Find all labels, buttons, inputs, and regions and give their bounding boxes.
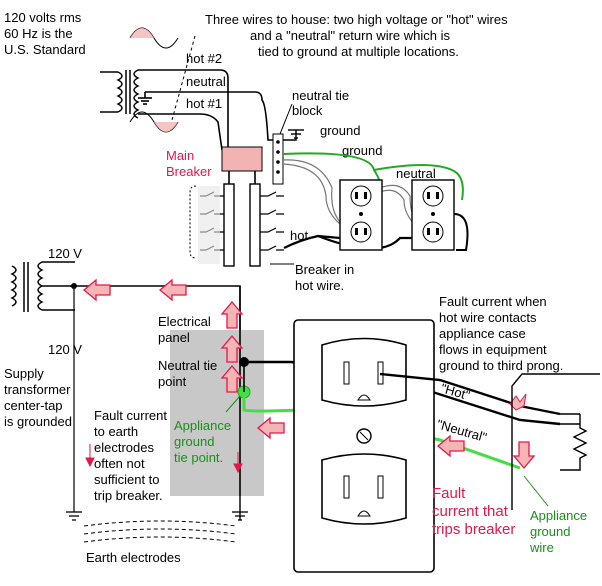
neutral-tie-point-line-1: Neutral tie: [158, 358, 217, 373]
fault-when-line-1: Fault current when: [439, 294, 547, 309]
hot2-wire: [138, 69, 229, 150]
hot1-label: hot #1: [186, 96, 222, 111]
main-breaker: [221, 146, 263, 172]
supply-transformer-icon: [10, 261, 75, 312]
hot1-wire: [138, 113, 223, 151]
appliance-ground-tie-line-2: ground: [174, 434, 214, 449]
fault-earth-line-2: to earth: [94, 424, 138, 439]
fault-spark-icon: [509, 393, 527, 411]
neutral-tie-block: [272, 133, 284, 185]
earth-ground-left-icon: [66, 511, 82, 521]
hot-wire-bottom: [379, 372, 561, 416]
neutral-tie-block-line-2: block: [292, 103, 323, 118]
hot2-label: hot #2: [186, 51, 222, 66]
supply-line-1: Supply: [4, 366, 44, 381]
fault-trips-line-1: Fault: [432, 485, 466, 502]
bus-bar-left: [223, 183, 235, 267]
fault-earth-line-6: trip breaker.: [94, 488, 163, 503]
ground-wire-top: [282, 152, 464, 201]
appliance-case: [511, 373, 600, 510]
neutral-outlet-label: neutral: [396, 166, 436, 181]
standard-line-2: 60 Hz is the: [4, 26, 73, 41]
hot-outlet-label: hot: [290, 228, 308, 243]
down-arrow-icons: [85, 444, 243, 474]
fault-when-line-4: flows in equipment: [439, 342, 547, 357]
fault-when-line-2: hot wire contacts: [439, 310, 537, 325]
neutral-wire: [145, 91, 274, 141]
v-top-label: 120 V: [48, 246, 82, 261]
ground-symbol-icon: [283, 129, 304, 141]
standard-line-1: 120 volts rms: [4, 10, 82, 25]
main-breaker-label-1: Main: [166, 148, 194, 163]
standard-line-3: U.S. Standard: [4, 42, 86, 57]
appliance-ground-tie-line-1: Appliance: [174, 418, 231, 433]
appliance-ground-wire-line-3: wire: [529, 540, 554, 555]
fault-trips-line-3: trips breaker: [432, 521, 515, 538]
three-wires-line-3: tied to ground at multiple locations.: [258, 44, 459, 59]
neutral-label: neutral: [186, 74, 226, 89]
supply-line-3: center-tap: [4, 398, 63, 413]
ground-label-1: ground: [320, 123, 360, 138]
appliance-ground-tie-line-3: tie point.: [174, 450, 223, 465]
electrical-panel-line-1: Electrical: [158, 314, 211, 329]
appliance-ground-wire-line-2: ground: [530, 524, 570, 539]
duplex-outlet-left: [339, 179, 383, 251]
top-section: 120 volts rms 60 Hz is the U.S. Standard…: [4, 10, 508, 293]
supply-line-2: transformer: [4, 382, 71, 397]
supply-line-4: is grounded: [4, 414, 72, 429]
three-wires-line-2: and a "neutral" return wire which is: [250, 28, 450, 43]
ground-label-2: ground: [342, 143, 382, 158]
fault-when-line-3: appliance case: [439, 326, 526, 341]
fault-when-line-5: ground to third prong.: [439, 358, 563, 373]
fault-earth-line-5: sufficient to: [94, 472, 160, 487]
earth-electrodes-label: Earth electrodes: [86, 550, 181, 565]
appliance-ground-wire-line-1: Appliance: [530, 508, 587, 523]
main-breaker-label-2: Breaker: [166, 164, 212, 179]
fault-earth-line-1: Fault current: [94, 408, 167, 423]
fault-earth-line-4: often not: [94, 456, 145, 471]
fault-trips-line-2: current that: [432, 503, 509, 520]
fault-earth-line-3: electrodes: [94, 440, 154, 455]
earth-electrodes-lines: [83, 520, 237, 543]
hot-wire-outlet-1: [283, 234, 341, 249]
big-outlet: [293, 319, 435, 573]
neutral-tie-point-line-2: point: [158, 374, 187, 389]
v-bottom-label: 120 V: [48, 342, 82, 357]
electrical-panel: [170, 330, 264, 496]
top-transformer-icon: [100, 69, 140, 119]
breaker-in-hot-line-1: Breaker in: [295, 262, 354, 277]
bus-bar-right: [249, 183, 261, 267]
bottom-section: 120 V 120 V Supply transformer center-ta…: [4, 246, 600, 573]
three-wires-line-1: Three wires to house: two high voltage o…: [205, 12, 508, 27]
breaker-in-hot-line-2: hot wire.: [295, 278, 344, 293]
electrical-panel-line-2: panel: [158, 330, 190, 345]
duplex-outlet-right: [411, 179, 455, 251]
neutral-tie-block-line-1: neutral tie: [292, 88, 349, 103]
